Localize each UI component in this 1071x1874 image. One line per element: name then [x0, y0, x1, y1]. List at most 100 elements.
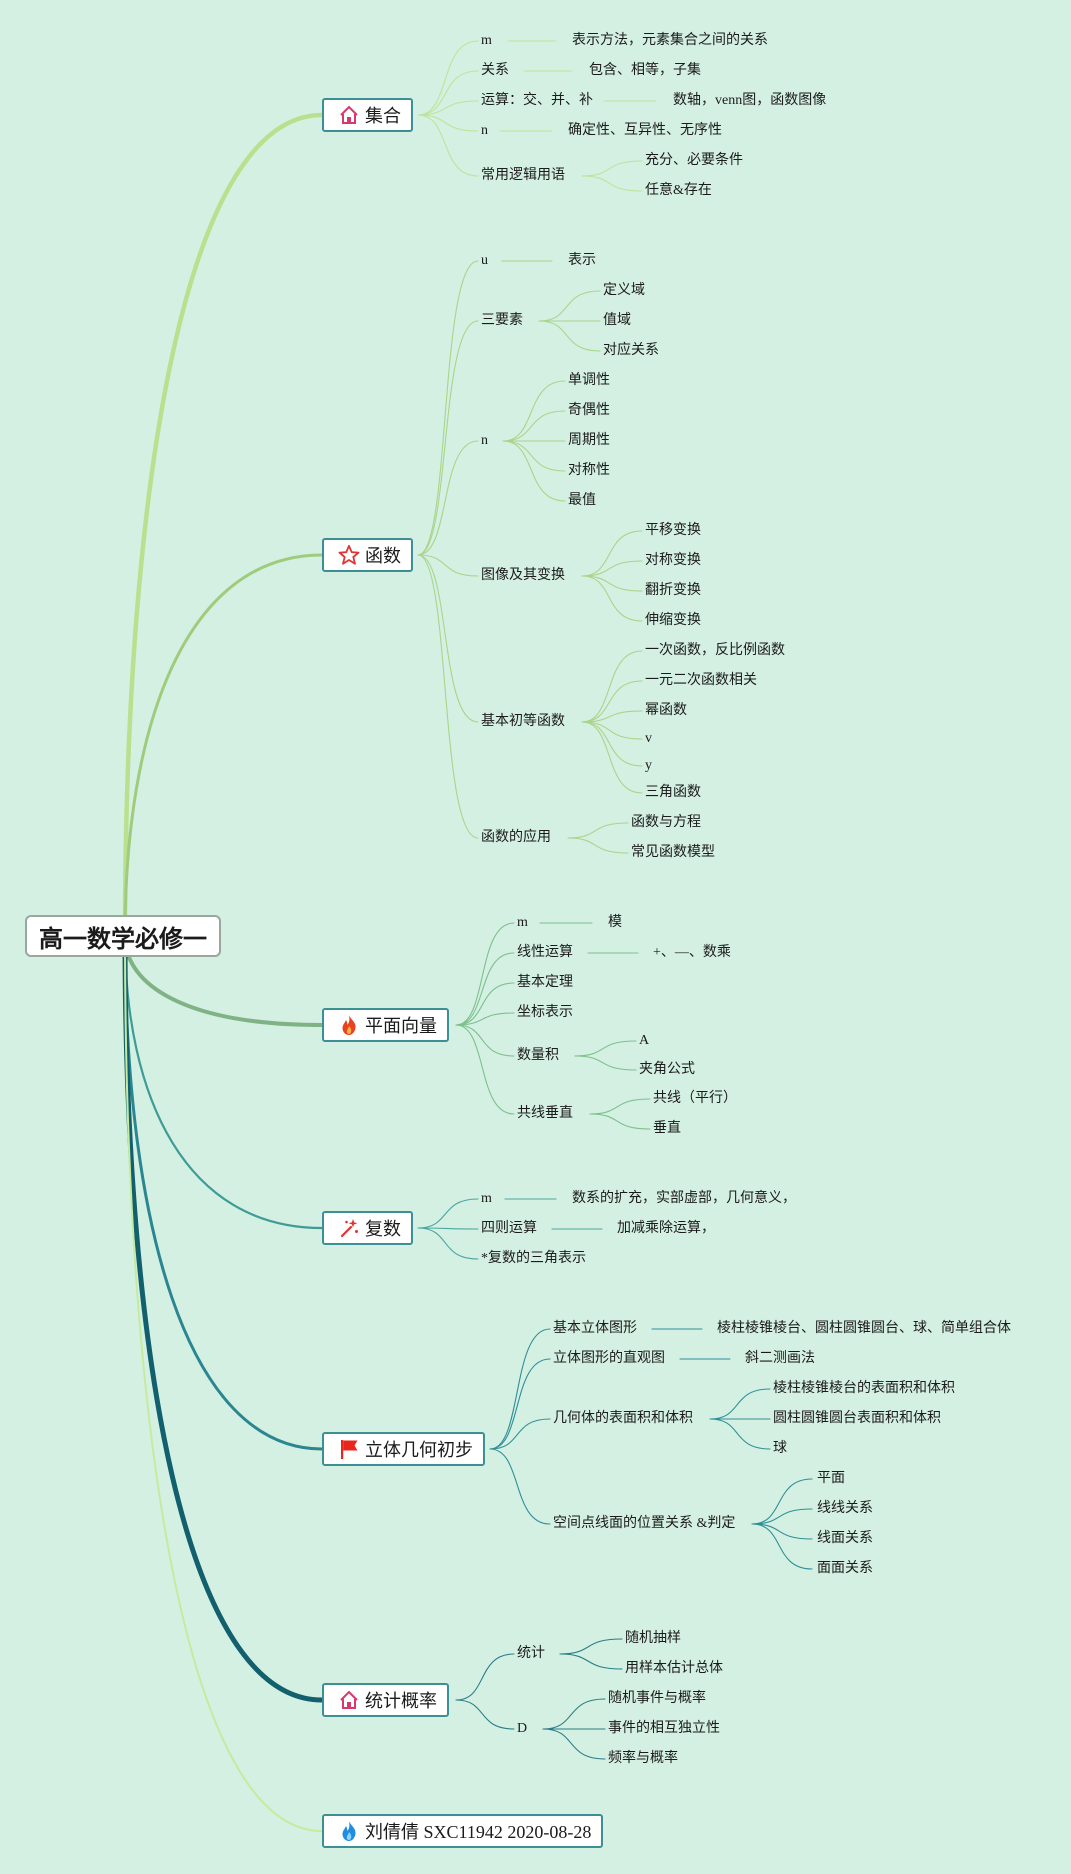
node-label: m — [481, 1191, 492, 1206]
node-label: 共线（平行） — [653, 1091, 737, 1106]
node-label: 一元二次函数相关 — [645, 673, 757, 688]
node-label: 夹角公式 — [639, 1062, 695, 1077]
node-label: 基本初等函数 — [481, 714, 565, 729]
node-label: n — [481, 123, 488, 138]
connector-line — [559, 1638, 623, 1655]
node-label: 线线关系 — [817, 1501, 873, 1516]
node-label: 平移变换 — [645, 523, 701, 538]
topic-label: 统计概率 — [365, 1691, 437, 1712]
node-label: 函数与方程 — [631, 815, 701, 830]
connector-line — [709, 1418, 771, 1450]
connector-line — [417, 554, 479, 577]
node-label: +、—、数乘 — [653, 945, 731, 960]
node-label: 充分、必要条件 — [645, 153, 743, 168]
node-label: 运算：交、并、补 — [481, 93, 593, 108]
node-label: 伸缩变换 — [645, 613, 701, 628]
connector-line — [489, 1418, 551, 1450]
connector-line — [589, 1098, 651, 1115]
connector-line — [124, 935, 323, 1832]
connector-line — [122, 933, 325, 1703]
node-label: 翻折变换 — [645, 583, 701, 598]
node-label: 单调性 — [568, 373, 610, 388]
node-label: 任意&存在 — [645, 183, 712, 198]
topic-solid-geometry[interactable]: 立体几何初步 — [322, 1432, 485, 1466]
node-label: m — [517, 915, 528, 930]
topic-functions[interactable]: 函数 — [322, 538, 413, 572]
node-label: 关系 — [481, 63, 509, 78]
node-label: 值域 — [603, 313, 631, 328]
connector-line — [567, 822, 629, 839]
node-label: 定义域 — [603, 283, 645, 298]
connector-line — [709, 1388, 771, 1420]
node-label: 数量积 — [517, 1048, 559, 1063]
connector-line — [574, 1040, 637, 1057]
connector-line — [538, 320, 601, 352]
connector-line — [581, 575, 643, 592]
node-label: 加减乘除运算， — [617, 1221, 715, 1236]
connector-line — [581, 710, 643, 723]
connector-line — [455, 1699, 515, 1730]
node-label: u — [481, 253, 488, 268]
connector-line — [751, 1508, 813, 1525]
connector-line — [502, 410, 566, 442]
connector-line — [123, 934, 324, 1230]
node-label: 随机抽样 — [625, 1631, 681, 1646]
blue-flame-icon — [338, 1820, 360, 1842]
connector-line — [417, 320, 479, 556]
root-topic[interactable]: 高一数学必修一 — [25, 915, 221, 957]
connector-line — [542, 1698, 606, 1730]
connector-line — [581, 160, 643, 177]
node-label: 表示 — [568, 253, 596, 268]
node-label: 对称性 — [568, 463, 610, 478]
node-label: A — [639, 1033, 650, 1048]
node-label: 坐标表示 — [517, 1005, 573, 1020]
node-label: 立体图形的直观图 — [553, 1351, 665, 1366]
connector-line — [589, 1113, 651, 1130]
node-label: 垂直 — [653, 1121, 681, 1136]
connector-line — [417, 114, 479, 132]
connector-line — [417, 100, 479, 116]
node-label: 面面关系 — [817, 1561, 873, 1576]
node-label: 基本立体图形 — [553, 1321, 637, 1336]
node-label: 线性运算 — [517, 945, 573, 960]
connector-line — [455, 952, 515, 1026]
topic-label: 复数 — [365, 1219, 401, 1240]
connector-line — [417, 554, 479, 839]
node-label: 图像及其变换 — [481, 568, 565, 583]
node-label: 球 — [773, 1441, 787, 1456]
node-label: 最值 — [568, 493, 596, 508]
connector-line — [455, 982, 515, 1026]
node-label: 数轴，venn图，函数图像 — [673, 93, 827, 108]
connector-line — [417, 114, 479, 177]
topic-sets[interactable]: 集合 — [322, 98, 413, 132]
node-label: 用样本估计总体 — [625, 1661, 723, 1676]
topic-statistics-probability[interactable]: 统计概率 — [322, 1683, 449, 1717]
connector-line — [502, 440, 566, 502]
connector-line — [581, 721, 643, 767]
connector-line — [581, 680, 643, 723]
topic-label: 集合 — [365, 106, 401, 127]
node-label: 几何体的表面积和体积 — [553, 1411, 693, 1426]
connector-line — [559, 1653, 623, 1670]
topic-author-footer[interactable]: 刘倩倩 SXC11942 2020-08-28 — [322, 1814, 604, 1848]
house-icon — [338, 104, 360, 126]
connector-line — [417, 1227, 479, 1260]
node-label: 频率与概率 — [608, 1751, 678, 1766]
node-label: 平面 — [817, 1471, 845, 1486]
node-label: 奇偶性 — [568, 403, 610, 418]
connector-line — [123, 553, 324, 938]
node-label: 一次函数，反比例函数 — [645, 643, 785, 658]
node-label: 棱柱棱锥棱台的表面积和体积 — [773, 1381, 955, 1396]
node-label: 三要素 — [481, 313, 523, 328]
node-label: 随机事件与概率 — [608, 1691, 706, 1706]
topic-plane-vectors[interactable]: 平面向量 — [322, 1008, 449, 1042]
topic-complex-numbers[interactable]: 复数 — [322, 1211, 413, 1245]
node-label: v — [645, 731, 652, 746]
node-label: 事件的相互独立性 — [608, 1721, 720, 1736]
node-label: 对称变换 — [645, 553, 701, 568]
connector-line — [538, 290, 601, 322]
node-label: 对应关系 — [603, 343, 659, 358]
sparkle-icon — [338, 1217, 360, 1239]
connector-line — [502, 380, 566, 442]
